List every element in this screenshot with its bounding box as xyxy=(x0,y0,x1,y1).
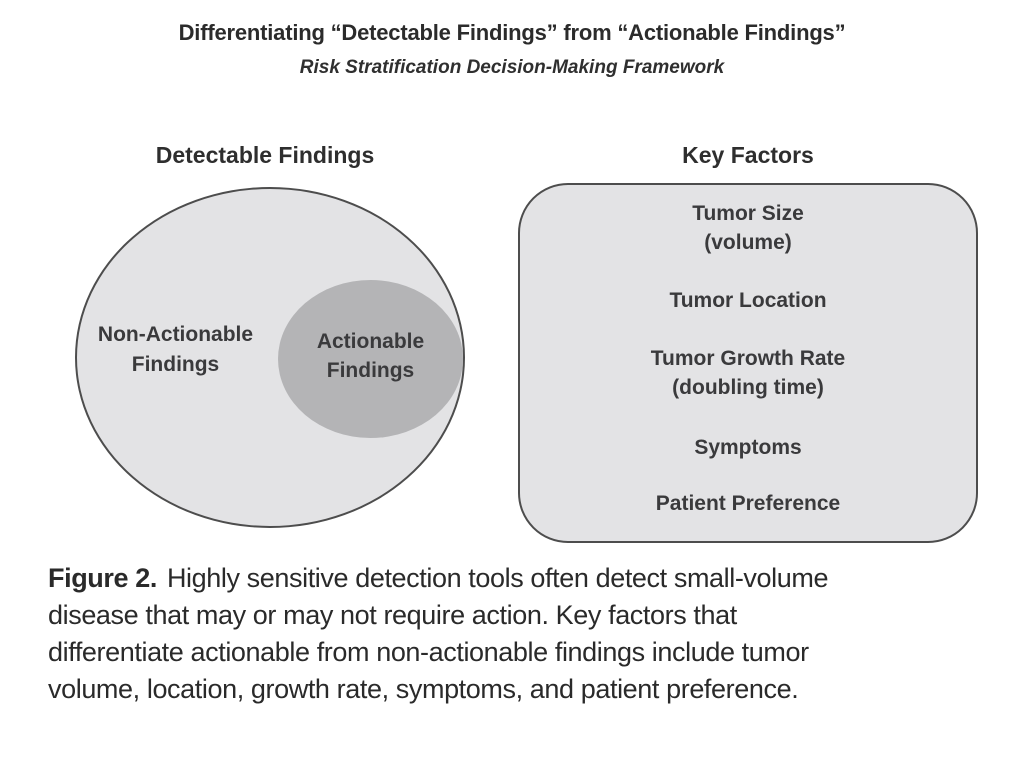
caption-line-1: Figure 2. Highly sensitive detection tool… xyxy=(48,560,998,597)
key-factors-heading: Key Factors xyxy=(682,142,814,168)
key-factor-main: Tumor Growth Rate xyxy=(650,347,846,370)
figure-subtitle: Risk Stratification Decision-Making Fram… xyxy=(299,57,725,78)
caption-line-4: volume, location, growth rate, symptoms,… xyxy=(48,674,799,704)
non-actionable-label-line1: Non-Actionable xyxy=(97,323,254,346)
caption-line-2: disease that may or may not require acti… xyxy=(48,600,737,630)
caption-figure-label: Figure 2. xyxy=(48,563,157,593)
key-factor-main: Tumor Size xyxy=(692,202,804,225)
actionable-label-line2: Findings xyxy=(326,359,415,382)
key-factor-sub: (doubling time) xyxy=(672,376,824,399)
figure-title: Differentiating “Detectable Findings” fr… xyxy=(178,20,846,45)
non-actionable-findings-label: Non-Actionable Findings xyxy=(73,320,278,380)
caption-line-3: differentiate actionable from non-action… xyxy=(48,637,809,667)
non-actionable-label-line2: Findings xyxy=(131,353,220,376)
detectable-findings-heading: Detectable Findings xyxy=(155,142,375,168)
key-factor-sub: (volume) xyxy=(704,231,792,254)
key-factor-tumor-location: Tumor Location xyxy=(520,286,976,315)
key-factor-growth-rate: Tumor Growth Rate (doubling time) xyxy=(520,344,976,402)
key-factors-box: Tumor Size (volume) Tumor Location Tumor… xyxy=(518,183,978,543)
key-factor-symptoms: Symptoms xyxy=(520,433,976,462)
actionable-findings-label: Actionable Findings xyxy=(278,327,463,385)
key-factor-patient-preference: Patient Preference xyxy=(520,489,976,518)
figure-caption: Figure 2. Highly sensitive detection tool… xyxy=(48,560,998,708)
actionable-label-line1: Actionable xyxy=(316,330,425,353)
caption-line-1-text: Highly sensitive detection tools often d… xyxy=(166,563,829,593)
key-factor-main: Tumor Location xyxy=(669,289,827,312)
key-factor-main: Symptoms xyxy=(694,436,802,459)
key-factor-main: Patient Preference xyxy=(655,492,841,515)
actionable-findings-ellipse xyxy=(278,280,463,438)
key-factor-tumor-size: Tumor Size (volume) xyxy=(520,199,976,257)
